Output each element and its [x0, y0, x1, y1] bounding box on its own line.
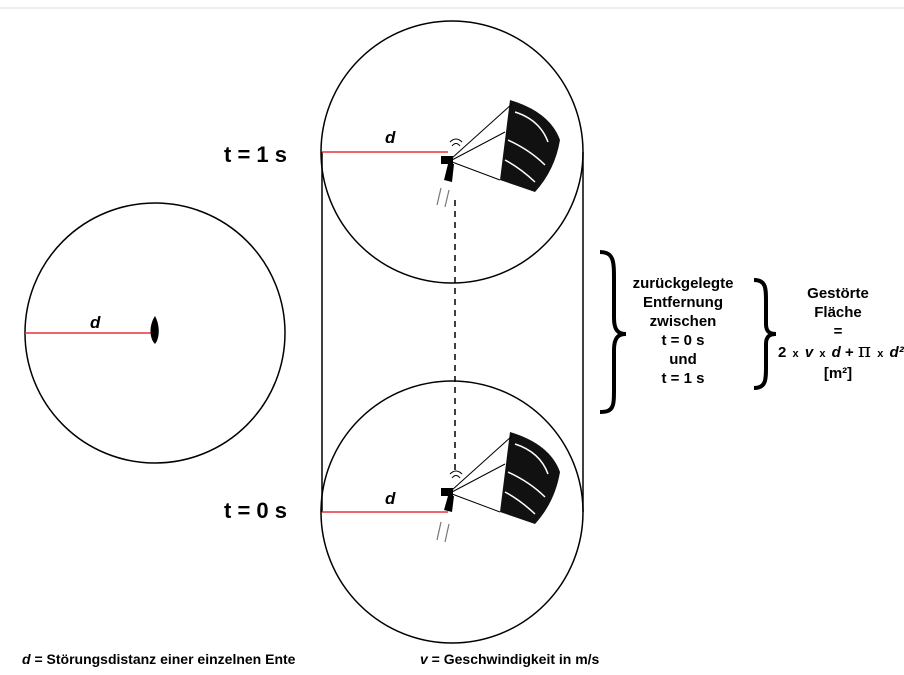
formula-d-squared: d² [889, 344, 904, 361]
formula-v: v [804, 344, 814, 361]
formula-pi: π [857, 338, 872, 362]
footer-v-var: v [420, 651, 428, 667]
area-title-line2: Fläche [814, 304, 862, 321]
d-label-single: d [90, 313, 101, 332]
area-title-line1: Gestörte [807, 285, 869, 302]
duck-icon [150, 316, 159, 344]
footer-d-definition: d = Störungsdistanz einer einzelnen Ente [22, 651, 295, 667]
paraglider-icon [436, 100, 560, 208]
distance-brace [599, 250, 627, 414]
formula-times: x [877, 348, 884, 360]
area-expression: 2 x v x d + π x d² [778, 338, 904, 364]
paraglider-icon [436, 432, 560, 543]
time-label-t1: t = 1 s [224, 142, 287, 167]
distance-line: zwischen [649, 313, 717, 330]
formula-times: x [819, 348, 826, 360]
footer-d-var: d [22, 651, 31, 667]
distance-line: Entfernung [643, 294, 723, 311]
footer-v-text: = Geschwindigkeit in m/s [427, 651, 600, 667]
formula-times: x [792, 348, 799, 360]
circle-t0 [320, 380, 584, 644]
distance-line: und [669, 351, 697, 368]
d-label-t0: d [385, 489, 396, 508]
area-formula: Gestörte Fläche = 2 x v x d + π x d² [m²… [778, 284, 904, 383]
distance-line: t = 1 s [661, 370, 705, 387]
area-unit: [m²] [823, 365, 853, 382]
circle-t1 [320, 20, 584, 284]
time-label-t0: t = 0 s [224, 498, 287, 523]
formula-plus: + [844, 344, 854, 361]
footer-d-text: = Störungsdistanz einer einzelnen Ente [30, 651, 296, 667]
distance-line: t = 0 s [661, 332, 705, 349]
formula-two: 2 [778, 344, 787, 361]
formula-d: d [831, 344, 841, 361]
footer-v-definition: v = Geschwindigkeit in m/s [420, 651, 599, 667]
area-brace [753, 278, 777, 390]
distance-line: zurückgelegte [632, 275, 734, 292]
area-equals: = [833, 323, 843, 340]
d-label-t1: d [385, 128, 396, 147]
distance-description: zurückgelegte Entfernung zwischen t = 0 … [618, 274, 748, 388]
